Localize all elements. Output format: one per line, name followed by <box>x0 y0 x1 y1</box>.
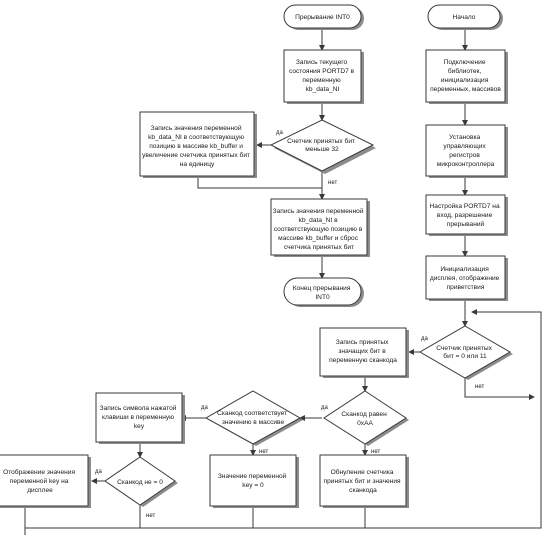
main-start-terminator: Начало <box>427 4 503 30</box>
interrupt-end-terminator: Конец прерывания INT0 <box>283 277 364 307</box>
store-portd7-text: Запись текущего состояния PORTD7 в перем… <box>289 59 356 93</box>
scancode-0xaa-text: Сканкод равен 0xAA <box>341 411 388 427</box>
scancode-not-zero-text: Сканкод не = 0 <box>117 479 163 486</box>
yes-label: да <box>421 336 429 342</box>
scancode-in-array-decision: Сканкод соответствует значению в массиве <box>204 390 303 446</box>
bits-0-or-11-text: Счетчик принятых бит = 0 или 11 <box>436 345 493 360</box>
scancode-not-zero-decision: Сканкод не = 0 <box>104 456 178 507</box>
reset-counter-process: Обнуление счетчика принятых бит и значен… <box>319 454 409 508</box>
setup-port-process: Настройка PORTD7 на вход, разрешение пре… <box>425 194 508 236</box>
bits-less-32-decision: Счетчик принятых бит меньше 32 <box>269 119 376 174</box>
bits-less-32-text: Счетчик принятых бит меньше 32 <box>287 137 357 153</box>
init-display-text: Инициализация дисплея, отображение приве… <box>430 266 501 291</box>
init-display-process: Инициализация дисплея, отображение приве… <box>425 255 508 301</box>
init-regs-process: Установка управляющих регистров микрокон… <box>425 124 508 178</box>
yes-label: да <box>321 405 329 411</box>
store-and-reset-text: Запись значения переменной kb_data_NI в … <box>273 207 366 251</box>
write-key-process: Запись символа нажатой клавиши в перемен… <box>95 392 185 444</box>
display-key-process: Отображение значения переменной key на д… <box>0 454 91 508</box>
store-and-increment-process: Запись значения переменной kb_data_NI в … <box>139 111 257 178</box>
connectors <box>24 30 542 535</box>
interrupt-start-terminator: Прерывание INT0 <box>283 4 364 30</box>
write-key-text: Запись символа нажатой клавиши в перемен… <box>100 404 179 430</box>
interrupt-start-label: Прерывание INT0 <box>295 14 350 21</box>
store-portd7-process: Запись текущего состояния PORTD7 в перем… <box>283 49 364 104</box>
key-zero-process: Значение переменной key = 0 <box>209 454 299 508</box>
store-and-reset-process: Запись значения переменной kb_data_NI в … <box>270 198 370 257</box>
write-scancode-process: Запись принятых значащих бит в переменну… <box>319 327 409 378</box>
key-zero-text: Значение переменной key = 0 <box>218 472 288 489</box>
scancode-in-array-text: Сканкод соответствует значению в массиве <box>217 410 289 426</box>
write-scancode-text: Запись принятых значащих бит в переменну… <box>329 339 397 364</box>
setup-port-text: Настройка PORTD7 на вход, разрешение пре… <box>430 202 502 228</box>
reset-counter-text: Обнуление счетчика принятых бит и значен… <box>324 468 403 494</box>
bits-0-or-11-decision: Счетчик принятых бит = 0 или 11 <box>419 325 513 380</box>
no-label: нет <box>328 180 337 186</box>
no-label: нет <box>146 513 155 519</box>
store-and-increment-text: Запись значения переменной kb_data_NI в … <box>142 124 252 168</box>
no-label: нет <box>259 449 268 455</box>
yes-label: да <box>276 130 284 136</box>
no-label: нет <box>475 384 484 390</box>
init-regs-text: Установка управляющих регистров микрокон… <box>437 134 495 168</box>
main-start-label: Начало <box>453 14 476 21</box>
scancode-0xaa-decision: Сканкод равен 0xAA <box>323 390 409 446</box>
yes-label: да <box>201 405 209 411</box>
init-libs-text: Подключение библиотек, инициализация пер… <box>430 59 501 93</box>
display-key-text: Отображение значения переменной key на д… <box>3 468 77 494</box>
yes-label: да <box>95 469 103 475</box>
interrupt-end-text: Конец прерывания INT0 <box>293 285 353 301</box>
no-label: нет <box>371 449 380 455</box>
init-libs-process: Подключение библиотек, инициализация пер… <box>425 49 508 104</box>
